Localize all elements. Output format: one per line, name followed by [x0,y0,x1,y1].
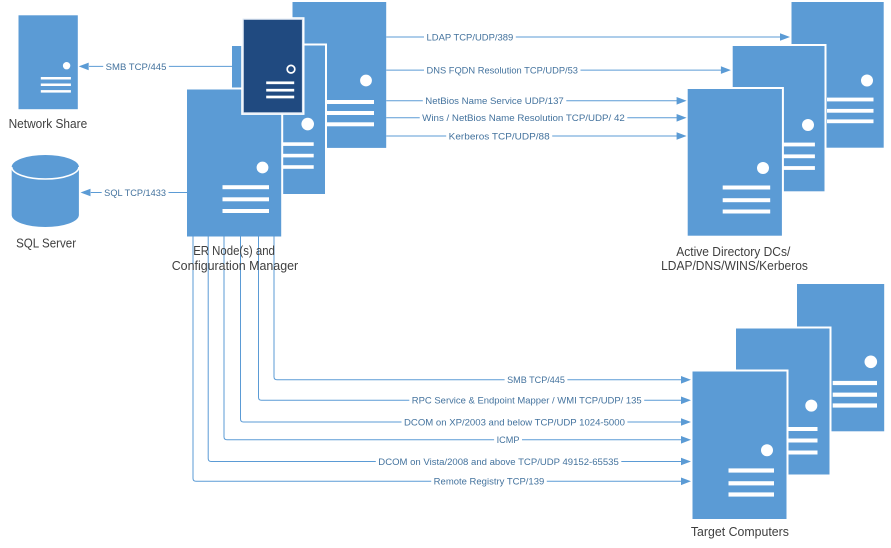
svg-text:DCOM on Vista/2008 and above T: DCOM on Vista/2008 and above TCP/UDP 491… [378,457,619,467]
svg-text:Kerberos TCP/UDP/88: Kerberos TCP/UDP/88 [449,131,550,141]
svg-text:Configuration Manager: Configuration Manager [172,259,299,273]
svg-text:Network Share: Network Share [9,117,88,131]
svg-text:NetBios Name Service UDP/137: NetBios Name Service UDP/137 [425,96,564,106]
svg-text:LDAP/DNS/WINS/Kerberos: LDAP/DNS/WINS/Kerberos [661,259,808,273]
svg-text:RPC Service & Endpoint Mapper: RPC Service & Endpoint Mapper / WMI TCP/… [412,396,642,406]
svg-text:Target Computers: Target Computers [691,525,789,539]
svg-text:LDAP TCP/UDP/389: LDAP TCP/UDP/389 [427,32,514,42]
svg-text:DNS FQDN Resolution TCP/UDP/53: DNS FQDN Resolution TCP/UDP/53 [427,65,579,75]
svg-text:SQL Server: SQL Server [16,236,76,250]
svg-text:SMB TCP/445: SMB TCP/445 [106,62,167,72]
svg-text:SQL TCP/1433: SQL TCP/1433 [104,188,166,198]
svg-text:ER Node(s) and: ER Node(s) and [193,244,275,258]
svg-text:Active Directory DCs/: Active Directory DCs/ [676,245,790,259]
svg-text:DCOM on XP/2003 and below TCP/: DCOM on XP/2003 and below TCP/UDP 1024-5… [404,417,625,427]
svg-text:Wins / NetBios Name Resolutio: Wins / NetBios Name Resolution TCP/UDP/ … [422,113,625,123]
svg-text:SMB TCP/445: SMB TCP/445 [507,375,565,385]
svg-text:Remote Registry TCP/139: Remote Registry TCP/139 [434,477,545,487]
svg-text:ICMP: ICMP [497,435,520,445]
